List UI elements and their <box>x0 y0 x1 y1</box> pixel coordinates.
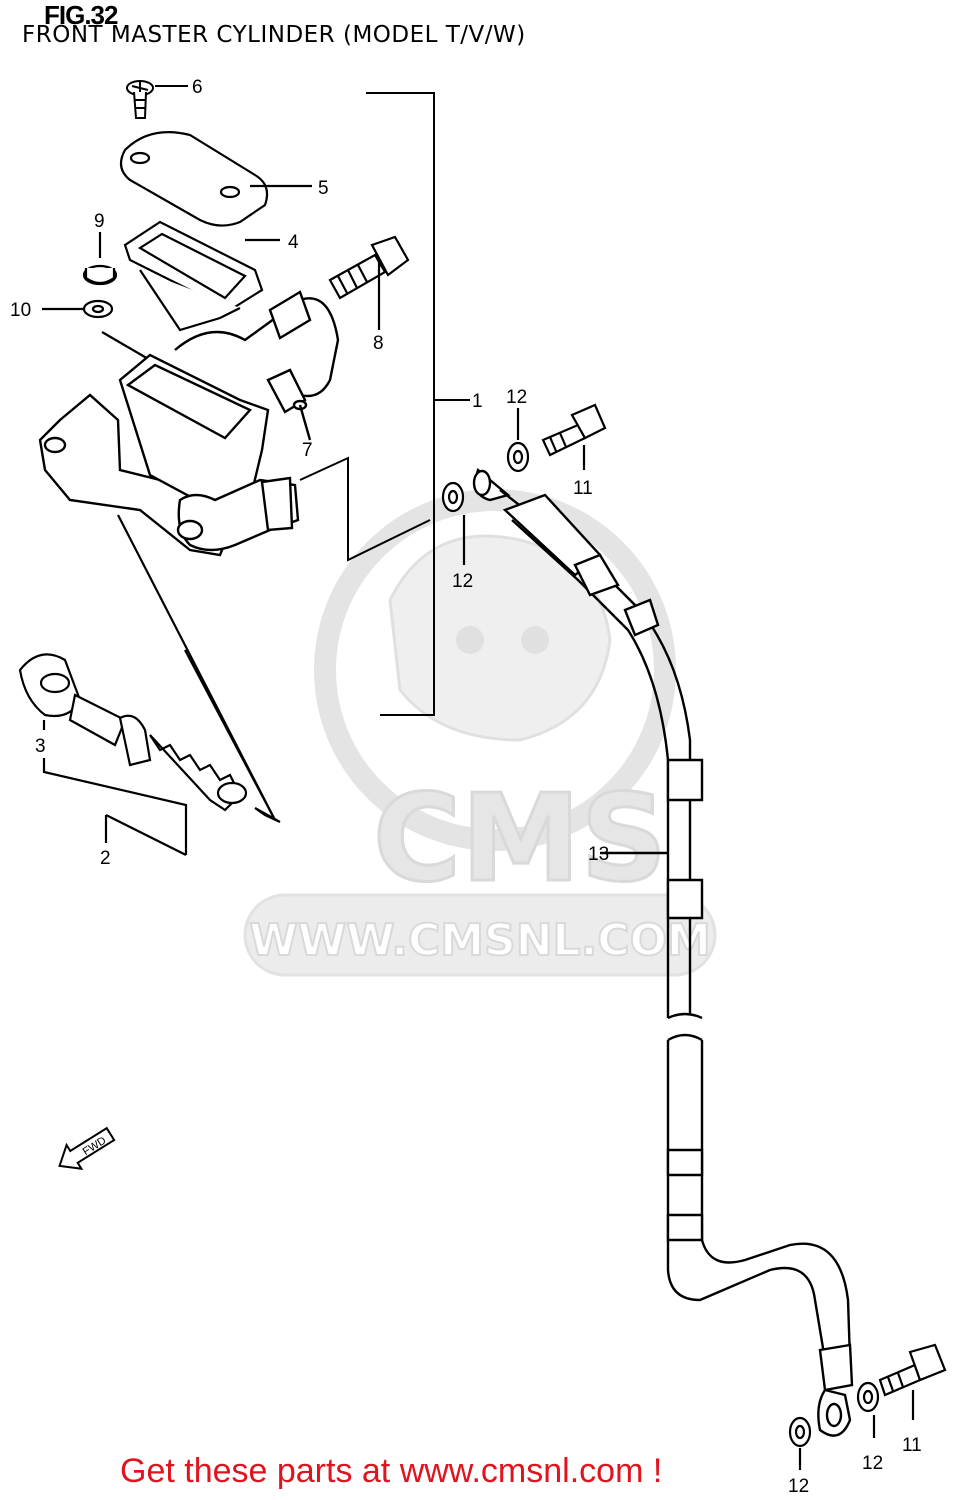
washer-upper-b-part-12 <box>441 481 466 565</box>
figure-number: FIG.32 <box>44 0 118 30</box>
figure-title: FRONT MASTER CYLINDER (MODEL T/V/W) <box>22 22 526 48</box>
callout-12-lower-right: 12 <box>862 1453 883 1474</box>
footer-promo-text: Get these parts at www.cmsnl.com ! <box>120 1452 663 1490</box>
callout-8: 8 <box>373 333 384 354</box>
master-cylinder-body <box>38 290 340 557</box>
callout-3: 3 <box>35 736 46 757</box>
assembly-1-bracket <box>299 92 470 716</box>
callout-2: 2 <box>100 848 111 869</box>
callout-1: 1 <box>472 391 483 412</box>
callout-5: 5 <box>318 178 329 199</box>
reservoir-cap-part-5 <box>119 131 312 227</box>
watermark-url: WWW.CMSNL.COM <box>249 915 711 966</box>
callout-12-upper-left: 12 <box>452 571 473 592</box>
callout-6: 6 <box>192 77 203 98</box>
diaphragm-part-4 <box>123 220 280 332</box>
callout-9: 9 <box>94 211 105 232</box>
cap-part-9 <box>82 232 118 286</box>
callout-11-upper: 11 <box>573 478 593 499</box>
callout-4: 4 <box>288 232 299 253</box>
washer-lower-b-part-12 <box>788 1416 812 1470</box>
banjo-bolt-upper-part-11 <box>541 403 607 470</box>
brake-hose-part-13 <box>472 467 854 1437</box>
callout-10: 10 <box>10 300 31 321</box>
banjo-bolt-lower-part-11 <box>878 1343 947 1420</box>
callout-12-upper-right: 12 <box>506 387 527 408</box>
washer-part-10 <box>42 299 151 361</box>
washer-lower-a-part-12 <box>856 1381 880 1438</box>
callout-11-lower: 11 <box>902 1435 922 1456</box>
callout-13: 13 <box>588 844 609 865</box>
bolt-part-8 <box>328 235 410 330</box>
piston-assembly <box>18 514 281 856</box>
screw-part-6 <box>126 80 188 119</box>
washer-upper-a-part-12 <box>506 408 530 473</box>
callout-12-lower-left: 12 <box>788 1476 809 1497</box>
fwd-arrow-icon: FWD <box>58 1126 116 1171</box>
callout-7: 7 <box>302 440 313 461</box>
watermark-logo-text: CMS <box>373 770 667 909</box>
watermark: CMS WWW.CMSNL.COM <box>243 489 717 977</box>
